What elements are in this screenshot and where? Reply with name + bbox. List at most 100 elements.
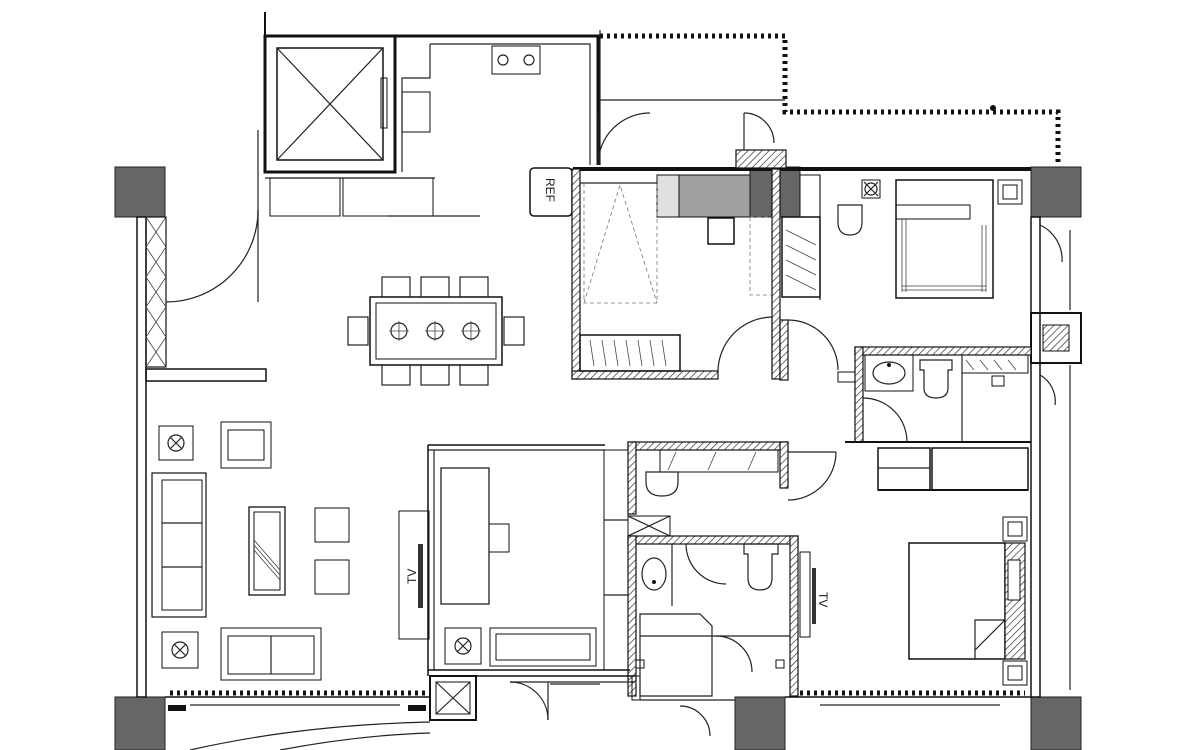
counter-light <box>656 174 680 218</box>
bath-vanity <box>864 354 914 392</box>
closet-2 <box>931 447 1029 491</box>
entry-door-swing-2 <box>679 705 711 737</box>
nightstand-2 <box>1002 516 1028 542</box>
corridor-wall-left <box>627 441 637 515</box>
living-tv <box>418 544 423 608</box>
kitchen-sink <box>401 91 431 133</box>
bath-sink <box>872 361 906 385</box>
master-bedroom-lower: TV <box>799 516 1028 686</box>
column <box>1030 696 1082 750</box>
center-side-table <box>444 627 482 665</box>
bedroom-tv-cabinet <box>799 551 811 638</box>
foyer-door-swing <box>165 209 259 303</box>
floor-drain-cross <box>863 181 879 197</box>
entry-door-swing <box>509 681 549 721</box>
toilet <box>837 204 863 236</box>
dining-table-inner <box>375 302 497 360</box>
tv-console <box>398 510 430 640</box>
entry-shaft-cross <box>435 681 471 715</box>
armchair <box>220 421 272 469</box>
kitchen-walls <box>393 34 600 172</box>
left-wall-ledge <box>145 368 267 382</box>
living-room: TV <box>151 421 430 681</box>
side-table <box>158 425 194 461</box>
kitchen-core: REF <box>165 12 600 303</box>
bed-blanket-lines <box>901 219 987 292</box>
entry <box>168 675 735 750</box>
shower <box>961 354 1029 374</box>
ottoman <box>314 507 350 543</box>
shaft-box-cross <box>627 515 671 537</box>
dining-chair <box>459 276 489 298</box>
bed <box>895 179 994 299</box>
bath2-drain <box>635 659 645 669</box>
entry-slot <box>168 705 186 711</box>
wardrobe-hatch <box>785 229 817 291</box>
dining-chair <box>381 276 411 298</box>
right-wall-box-inner <box>1042 324 1070 352</box>
bath-wall-left <box>854 346 864 443</box>
center-lamp-cross <box>456 639 470 653</box>
exterior-walls <box>136 167 1082 706</box>
shower-valve <box>991 375 1005 387</box>
bedroom-wall-left <box>779 319 789 381</box>
bedroom-door-swing <box>787 319 839 371</box>
coffee-table <box>248 506 286 596</box>
bedroom-tv-label: TV <box>816 592 830 607</box>
study-room <box>571 112 787 380</box>
bed-2-fold <box>974 619 1007 659</box>
bedroom-wardrobe <box>781 216 821 298</box>
bath-ledge <box>837 371 856 383</box>
corridor-wall-right <box>779 441 789 489</box>
balcony-door-swing <box>597 112 651 166</box>
lamp-2 <box>171 641 189 659</box>
study-wardrobe-dashed <box>749 216 772 296</box>
center-room-wall-right <box>603 449 629 671</box>
entry-slot <box>408 705 426 711</box>
shower-hatch <box>965 359 1017 371</box>
entry-shaft-inner <box>435 681 471 715</box>
armchair-seat <box>227 429 265 461</box>
center-room <box>427 444 630 676</box>
stove-burner <box>523 54 535 66</box>
nightstand-2-inner <box>1007 521 1023 537</box>
balcony-door-swing-2 <box>743 112 775 144</box>
study-wall-left <box>571 168 581 380</box>
corridor-vanity-hatch <box>667 451 757 471</box>
bath2-drain-2 <box>775 659 785 669</box>
dining-chair <box>503 316 525 346</box>
entry-shaft <box>429 675 477 721</box>
desk <box>440 467 490 605</box>
master-bedroom-top <box>779 174 1063 406</box>
side-table-2 <box>161 631 199 669</box>
dining-chair <box>459 364 489 386</box>
center-bench <box>489 627 597 667</box>
balcony-post <box>990 105 996 111</box>
setting-cross <box>389 321 481 341</box>
bath2-door-swing <box>685 543 727 585</box>
column <box>734 696 786 750</box>
wardrobe-top <box>799 174 821 218</box>
bath2-faucet <box>652 580 656 584</box>
column <box>114 696 166 750</box>
dining-set <box>347 276 525 386</box>
bed-pillow <box>895 204 971 220</box>
bed-2 <box>908 542 1006 660</box>
study-chair <box>707 217 735 245</box>
right-wall-box <box>1030 312 1082 364</box>
study-cabinet <box>579 334 681 372</box>
bath-faucet <box>887 363 891 367</box>
balcony <box>599 30 1061 165</box>
coffee-table-inner <box>253 511 281 591</box>
coffee-table-glare <box>253 539 281 581</box>
dining-chair <box>420 364 450 386</box>
dining-chair <box>420 276 450 298</box>
right-door-swing-2 <box>1039 374 1056 406</box>
nightstand-3 <box>1002 660 1028 686</box>
corridor-wall-top <box>627 441 789 451</box>
ottoman <box>314 559 350 595</box>
bath-door-swing <box>862 397 908 443</box>
bath2-wall <box>627 535 799 545</box>
entry-curve <box>189 721 431 750</box>
bath2-wall-right <box>789 535 799 697</box>
